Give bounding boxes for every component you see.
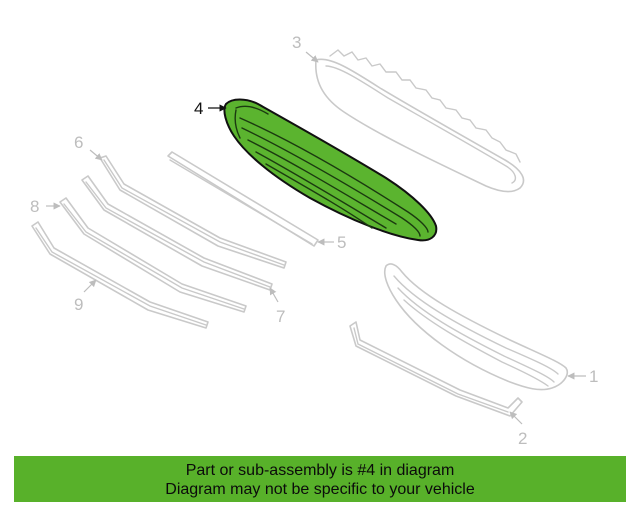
callout-5-label: 5 <box>337 233 346 252</box>
callout-8-label: 8 <box>30 197 39 216</box>
banner-line-2: Diagram may not be specific to your vehi… <box>165 481 475 498</box>
callout-5: 5 <box>317 233 346 252</box>
callout-3: 3 <box>292 33 319 63</box>
banner-line-1: Part or sub-assembly is #4 in diagram <box>185 462 455 479</box>
callout-8: 8 <box>30 197 61 216</box>
callout-9: 9 <box>74 279 97 314</box>
callout-6-label: 6 <box>74 133 83 152</box>
part-1-lower-grille <box>383 263 568 391</box>
callout-4: 4 <box>194 99 227 118</box>
part-4-grille-highlighted[interactable] <box>223 98 438 242</box>
part-8-molding <box>59 197 247 313</box>
callout-9-label: 9 <box>74 295 83 314</box>
part-7-molding <box>81 175 273 291</box>
callout-6: 6 <box>74 133 103 161</box>
part-6-molding <box>99 155 287 269</box>
callout-7: 7 <box>269 287 285 326</box>
callout-2: 2 <box>509 411 527 448</box>
parts-diagram: 1 2 3 4 5 6 7 8 9 <box>30 33 598 448</box>
callout-3-label: 3 <box>292 33 301 52</box>
callout-2-label: 2 <box>518 429 527 448</box>
callout-1-label: 1 <box>589 367 598 386</box>
part-9-molding <box>31 221 209 329</box>
callout-4-label: 4 <box>194 99 203 118</box>
info-banner: Part or sub-assembly is #4 in diagram Di… <box>14 456 626 502</box>
callout-7-label: 7 <box>276 307 285 326</box>
part-3-frame <box>315 49 525 193</box>
part-2-lower-strip <box>349 321 523 417</box>
callout-1: 1 <box>567 367 598 386</box>
